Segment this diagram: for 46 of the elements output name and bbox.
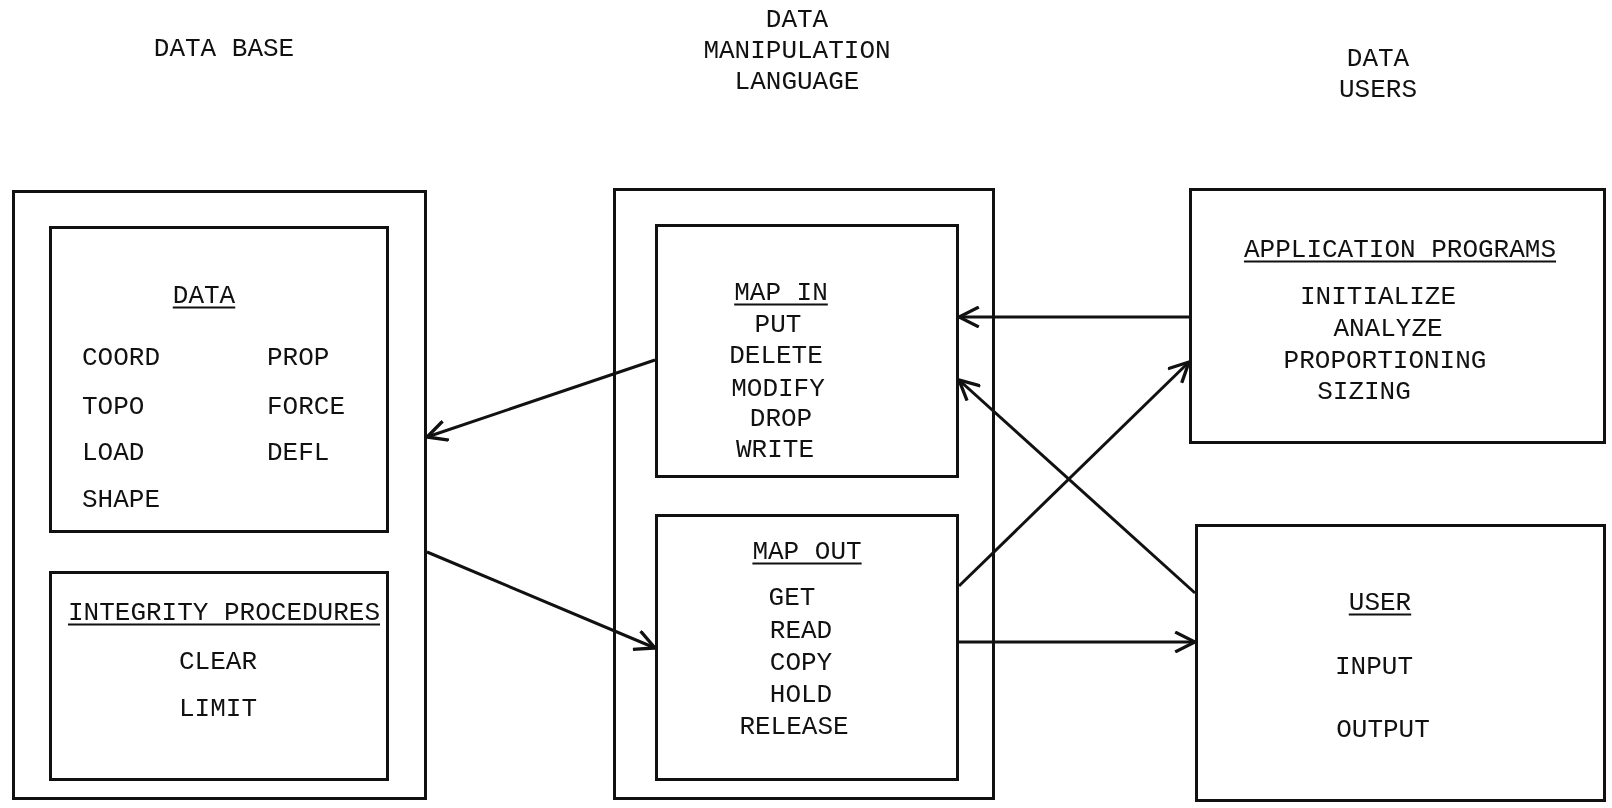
heading-text: DATA USERS <box>1338 44 1418 106</box>
item-text: GET <box>768 582 816 614</box>
item-text: DROP <box>749 403 813 435</box>
process-box <box>1189 188 1606 444</box>
arrow <box>426 550 657 652</box>
item-text: PUT <box>754 309 802 341</box>
heading-text: APPLICATION PROGRAMS <box>1243 234 1557 266</box>
arrow <box>959 630 1197 654</box>
process-box <box>49 571 389 781</box>
item-text: TOPO <box>82 391 145 423</box>
item-text: INITIALIZE <box>1300 281 1456 313</box>
item-text: DEFL <box>267 437 330 469</box>
heading-text: MAP OUT <box>752 536 862 568</box>
item-text: HOLD <box>769 679 833 711</box>
item-text: LOAD <box>82 437 145 469</box>
process-box <box>655 514 959 781</box>
item-text: SIZING <box>1317 376 1411 408</box>
process-box <box>1195 524 1606 802</box>
item-text: WRITE <box>736 434 814 466</box>
item-text: MODIFY <box>731 373 825 405</box>
group-box <box>12 190 427 800</box>
item-text: COPY <box>769 647 833 679</box>
item-text: LIMIT <box>179 693 257 725</box>
arrow <box>957 305 1189 329</box>
item-text: PROP <box>267 342 330 374</box>
item-text: FORCE <box>267 391 345 423</box>
group-box <box>613 188 995 800</box>
item-text: SHAPE <box>82 484 160 516</box>
process-box <box>49 226 389 533</box>
heading-text: DATA <box>172 280 236 312</box>
heading-text: DATA MANIPULATION LANGUAGE <box>702 4 892 98</box>
item-text: DELETE <box>729 340 823 372</box>
heading-text: DATA BASE <box>152 33 296 65</box>
item-text: OUTPUT <box>1336 714 1430 746</box>
item-text: PROPORTIONING <box>1283 345 1487 377</box>
item-text: ANALYZE <box>1333 313 1443 345</box>
heading-text: MAP IN <box>734 277 828 309</box>
heading-text: USER <box>1348 587 1412 619</box>
process-box <box>655 224 959 478</box>
arrow <box>425 358 656 442</box>
item-text: READ <box>769 615 833 647</box>
item-text: INPUT <box>1335 651 1413 683</box>
item-text: COORD <box>82 342 160 374</box>
item-text: RELEASE <box>739 711 849 743</box>
heading-text: INTEGRITY PROCEDURES <box>67 597 381 629</box>
item-text: CLEAR <box>179 646 257 678</box>
